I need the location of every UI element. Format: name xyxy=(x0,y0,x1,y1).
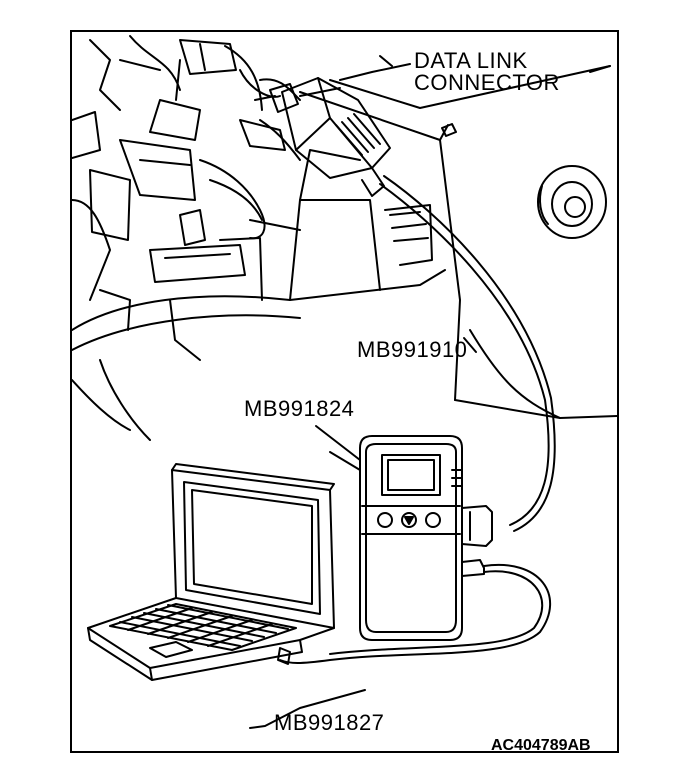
laptop-icon xyxy=(87,463,335,681)
data-link-connector-label-line1: DATA LINK xyxy=(414,48,528,73)
leader-lines xyxy=(249,55,611,729)
ignition-knob-icon xyxy=(537,165,607,239)
figure-code-label: AC404789AB xyxy=(491,737,591,754)
obd-connector-icon xyxy=(254,77,391,197)
data-link-connector-label-line2: CONNECTOR xyxy=(414,70,560,95)
tool-mb991824-label: MB991824 xyxy=(244,396,355,421)
cable-mb991910 xyxy=(379,175,556,532)
cable-mb991910-label: MB991910 xyxy=(357,337,468,362)
cable-mb991827-label: MB991827 xyxy=(274,710,385,735)
dashboard-illustration xyxy=(72,35,617,441)
scan-tool-icon xyxy=(329,435,493,641)
